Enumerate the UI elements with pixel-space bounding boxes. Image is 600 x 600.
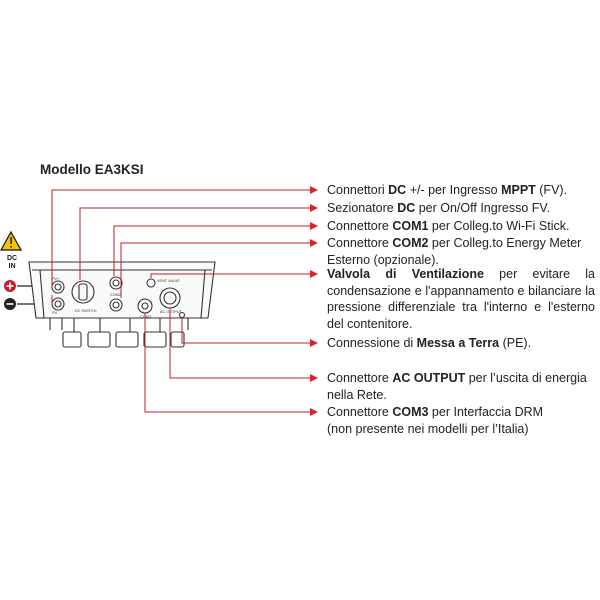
ac-output-label: AC OUTPUT: [160, 310, 183, 314]
dc-in-line1: DC: [6, 255, 18, 262]
dc-plus-icon: [4, 280, 16, 292]
pv-plus-label: PV+: [52, 277, 60, 281]
leader-ac: [169, 308, 310, 379]
callout-ac: Connettore AC OUTPUT per l’uscita di ene…: [327, 371, 587, 402]
leader-vent: [150, 273, 310, 278]
dc-minus-icon: [4, 298, 16, 310]
leader-com3: [144, 313, 310, 413]
callout-com3: Connettore COM3 per Interfaccia DRM(non …: [327, 405, 544, 436]
callout-pe: Connessione di Messa a Terra (PE).: [327, 336, 532, 350]
callout-switch: Sezionatore DC per On/Off Ingresso FV.: [327, 201, 551, 215]
callout-com2: Connettore COM2 per Colleg.to Energy Met…: [327, 236, 582, 267]
com2-label: COM2: [110, 293, 121, 297]
leader-dc: [51, 189, 310, 287]
callout-vent: Valvola di Ventilazione per evitare la c…: [327, 267, 595, 331]
dc-in-label: DC IN: [2, 255, 22, 271]
inverter-body: [28, 261, 216, 348]
callout-com1: Connettore COM1 per Colleg.to Wi-Fi Stic…: [327, 219, 570, 233]
dc-switch-label: DC SWITCH: [75, 309, 97, 313]
callout-dc: Connettori DC +/- per Ingresso MPPT (FV)…: [327, 183, 568, 197]
leader-com2: [120, 242, 310, 298]
dc-in-line2: IN: [8, 263, 16, 270]
warning-icon: [0, 230, 23, 251]
leader-com1: [113, 225, 310, 276]
diagram-title: Modello EA3KSI: [40, 162, 144, 177]
leader-switch: [79, 207, 310, 280]
leader-pe: [181, 317, 310, 344]
pv-minus-label: PV-: [52, 311, 59, 315]
vent-valve-label: VENT VALVE: [157, 279, 180, 283]
